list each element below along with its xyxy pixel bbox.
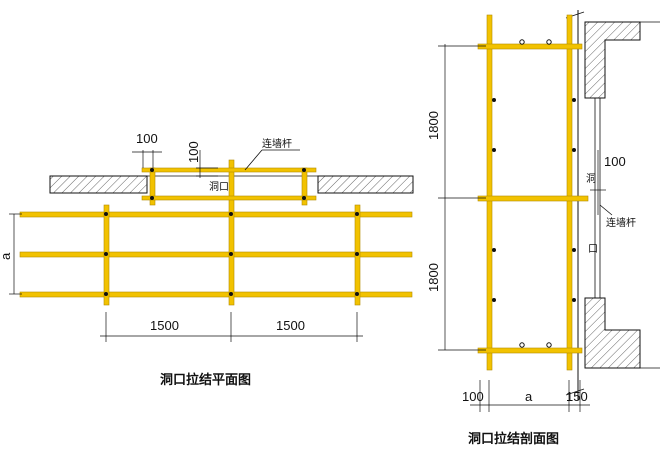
section-wall — [565, 10, 660, 400]
plan-dim-100-vertical: 100 — [186, 141, 218, 178]
plan-wall — [49, 175, 414, 194]
section-scaffold-tubes — [477, 14, 589, 371]
plan-dim-100-horizontal: 100 — [132, 131, 162, 168]
plan-dim-a: a — [0, 213, 22, 295]
svg-text:150: 150 — [566, 389, 588, 404]
plan-dim-spacing: 1500 1500 — [100, 312, 363, 342]
plan-view: 洞口 连墙杆 100 100 a — [0, 131, 414, 388]
svg-text:口: 口 — [588, 244, 598, 255]
section-dim-bottom: 100 a 150 — [462, 380, 590, 412]
svg-text:a: a — [0, 252, 13, 260]
plan-scaffold-tubes — [19, 159, 413, 306]
plan-wall-tie-label: 连墙杆 — [262, 137, 292, 150]
section-title: 洞口拉结剖面图 — [468, 431, 559, 447]
section-dim-100-right: 100 洞 口 — [586, 150, 626, 255]
svg-text:100: 100 — [604, 154, 626, 169]
plan-opening-label: 洞口 — [209, 181, 229, 193]
svg-text:100: 100 — [136, 131, 158, 146]
svg-text:1800: 1800 — [426, 111, 441, 140]
svg-text:洞: 洞 — [586, 173, 596, 185]
plan-title: 洞口拉结平面图 — [160, 372, 251, 388]
section-dim-heights: 1800 1800 — [426, 44, 486, 351]
svg-text:100: 100 — [186, 141, 201, 163]
svg-text:1500: 1500 — [276, 318, 305, 333]
svg-text:100: 100 — [462, 389, 484, 404]
section-wall-tie-label: 连墙杆 — [606, 216, 636, 229]
svg-text:a: a — [525, 389, 533, 404]
svg-text:1500: 1500 — [150, 318, 179, 333]
section-view: 1800 1800 100 洞 口 连墙杆 100 a 150 洞口拉结剖面图 — [426, 10, 660, 447]
svg-text:1800: 1800 — [426, 263, 441, 292]
